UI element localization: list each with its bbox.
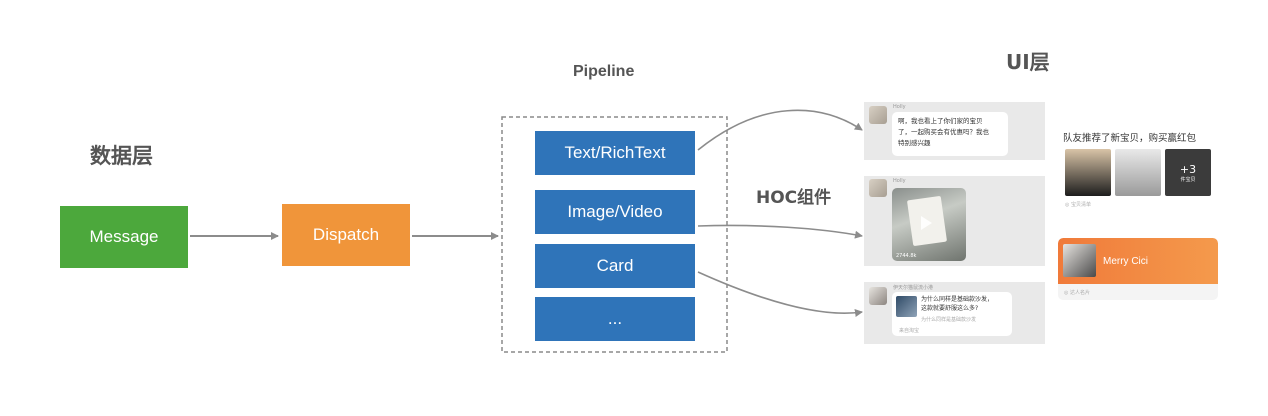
person-icon: ◎	[1064, 290, 1069, 296]
dispatch-label: Dispatch	[312, 225, 380, 244]
merry-card[interactable]: Merry Cici ◎ 达人名片	[1058, 238, 1218, 300]
message-label: Message	[89, 227, 159, 246]
text-bubble: 啊，我也看上了你们家的宝贝 了，一起购买会有优惠吗？我也 特别感兴趣	[892, 112, 1008, 156]
dispatch-box: Dispatch	[282, 204, 410, 266]
card-source: 来自淘宝	[899, 328, 920, 334]
data-layer-heading: 数据层	[90, 144, 153, 168]
card-title-line: 为什么同样是基础款沙发，	[921, 296, 994, 303]
message-box: Message	[60, 206, 188, 268]
ui-layer-heading: UI层	[1006, 50, 1050, 74]
card-image	[896, 296, 917, 317]
product-thumb-2[interactable]	[1115, 149, 1161, 196]
sender-name: 伊天尔猫鼠流小港	[893, 285, 934, 291]
arrow-image-to-ui	[697, 224, 863, 239]
arrow-text-to-ui	[697, 109, 863, 151]
pipeline-heading: Pipeline	[573, 63, 635, 80]
bubble-line: 啊，我也看上了你们家的宝贝	[898, 117, 983, 125]
sender-name: Holly	[893, 104, 906, 110]
ui-text-message-panel: Holly 啊，我也看上了你们家的宝贝 了，一起购买会有优惠吗？我也 特别感兴趣	[864, 102, 1045, 160]
recommend-title: 队友推荐了新宝贝，购买赢红包	[1063, 133, 1197, 144]
pipeline-item-more: ...	[535, 297, 695, 341]
video-meta: 2744.8k	[896, 253, 917, 259]
card-bubble[interactable]: 为什么同样是基础款沙发， 这款就要舒服这么多? 为什么同样是基础款沙发 来自淘宝	[892, 292, 1012, 336]
recommend-card: 队友推荐了新宝贝，购买赢红包 +3 件宝贝 ◎ 宝贝清单	[1060, 126, 1220, 212]
recommend-footer: ◎ 宝贝清单	[1065, 201, 1091, 208]
card-subtitle: 为什么同样是基础款沙发	[921, 317, 977, 323]
sender-name: Holly	[893, 178, 906, 184]
pipeline-item-text: Text/RichText	[535, 131, 695, 175]
merry-name: Merry Cici	[1103, 256, 1148, 267]
card-title-line: 这款就要舒服这么多?	[921, 305, 979, 312]
list-icon: ◎	[1065, 202, 1070, 208]
pipeline-item-label: Card	[596, 256, 634, 275]
recommend-footer-label: 宝贝清单	[1070, 202, 1091, 208]
video-thumbnail[interactable]: 2744.8k	[892, 188, 966, 261]
product-thumb-1[interactable]	[1065, 149, 1111, 196]
arrow-card-to-ui	[697, 271, 863, 317]
merry-footer: ◎ 达人名片	[1064, 289, 1090, 296]
play-icon[interactable]	[921, 216, 932, 230]
pipeline-item-label: Image/Video	[567, 202, 663, 221]
pipeline-item-label: ...	[607, 309, 623, 328]
ui-card-message-panel: 伊天尔猫鼠流小港 为什么同样是基础款沙发， 这款就要舒服这么多? 为什么同样是基…	[864, 282, 1045, 344]
more-count: +3	[1179, 162, 1197, 176]
merry-avatar	[1063, 244, 1096, 277]
avatar	[869, 179, 887, 197]
pipeline-dashed-frame	[501, 116, 728, 353]
avatar	[869, 287, 887, 305]
bubble-line: 了，一起购买会有优惠吗？我也	[898, 128, 989, 136]
hoc-heading: HOC组件	[756, 188, 832, 208]
pipeline-item-label: Text/RichText	[564, 143, 666, 162]
more-products-thumb[interactable]: +3 件宝贝	[1165, 149, 1211, 196]
ui-image-message-panel: Holly 2744.8k	[864, 176, 1045, 266]
bubble-line: 特别感兴趣	[898, 139, 931, 147]
merry-footer-label: 达人名片	[1069, 290, 1090, 296]
pipeline-item-image: Image/Video	[535, 190, 695, 234]
more-label: 件宝贝	[1180, 176, 1196, 183]
avatar	[869, 106, 887, 124]
pipeline-item-card: Card	[535, 244, 695, 288]
